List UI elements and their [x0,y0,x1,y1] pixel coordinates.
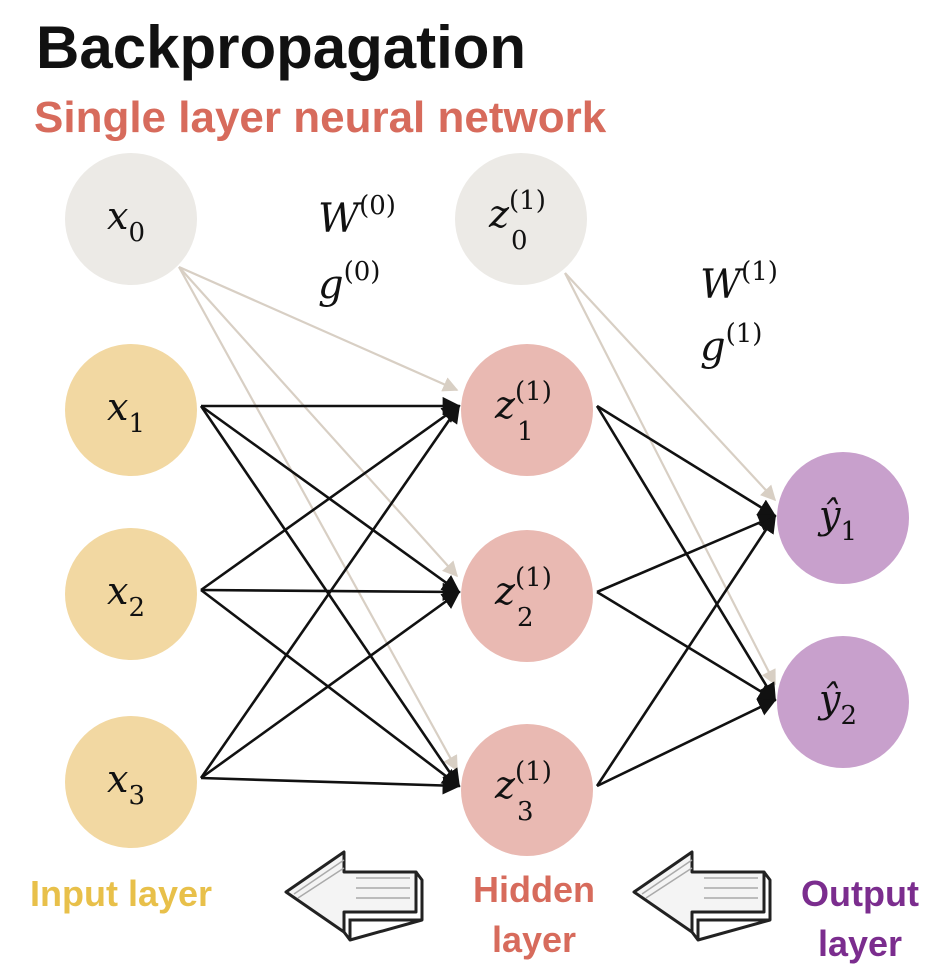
hidden-node-subscript: 3 [517,797,534,827]
hidden-node-circle [461,724,593,856]
input-node-1: x1 [65,344,197,476]
input-node-label: x2 [107,569,145,623]
edge-x3-z3 [200,776,461,795]
hidden-node-subscript: 1 [517,417,534,447]
output-node-circle [777,636,909,768]
hidden-node-subscript: 0 [511,226,528,256]
svg-text:g(1): g(1) [700,319,762,370]
input-node-circle [65,344,197,476]
bias-edge-z0-y1 [564,272,777,502]
activation-g0-sup: (0) [344,257,381,287]
input-node-circle [65,153,197,285]
bias-edge-z0-y2 [564,272,776,686]
edge-x2-z1 [200,404,461,592]
input-node-2: x2 [65,528,197,660]
hidden-node-label: z(1) [494,377,552,427]
weight-w1-base: W [700,262,744,308]
bias-edge-x0-z1 [178,265,459,392]
page-title: Backpropagation [36,14,527,81]
hidden-layer-label-line1: Hidden [473,869,595,910]
output-node-2: ŷ2 [777,636,909,768]
output-node-label: ŷ1 [817,493,857,547]
weight-label-layer1: W(1) g(1) [700,257,778,370]
edge-x3-z2 [200,590,461,780]
output-layer-label-line2: layer [818,923,902,964]
output-node-circle [777,452,909,584]
activation-g1-base: g [700,324,726,370]
input-node-3: x3 [65,716,197,848]
input-node-label: x0 [107,194,145,248]
hidden-node-label: z(1) [494,757,552,807]
hidden-node-3: z(1)3 [461,724,593,856]
weight-w1-sup: (1) [741,257,778,287]
edge-x3-z1 [199,404,461,779]
weight-w0-base: W [318,196,362,242]
edge-z2-y2 [596,590,777,702]
edge-x2-z3 [200,588,461,788]
output-layer-label-line1: Output [801,873,919,914]
weight-label-layer0: W(0) g(0) [318,191,396,308]
edge-z1-y1 [596,404,777,518]
input-layer-label: Input layer [30,873,212,914]
hidden-node-circle [461,344,593,476]
input-node-circle [65,716,197,848]
output-node-label: ŷ2 [817,677,857,731]
input-node-label: x3 [107,757,145,811]
edge-z2-y1 [596,514,777,594]
activation-g1-sup: (1) [726,319,763,349]
input-node-circle [65,528,197,660]
activation-g0-base: g [318,262,344,308]
svg-text:g(0): g(0) [318,257,380,308]
edges-group [178,265,777,795]
edge-x1-z3 [199,405,461,788]
hidden-node-circle [455,153,587,285]
output-node-1: ŷ1 [777,452,909,584]
weight-w0-sup: (0) [359,191,396,221]
hidden-layer-label-line2: layer [492,919,576,960]
edge-z3-y2 [596,698,777,788]
hidden-node-circle [461,530,593,662]
hidden-node-label: z(1) [494,563,552,613]
input-node-label: x1 [107,385,145,439]
edge-z3-y1 [595,514,777,787]
page-subtitle: Single layer neural network [34,93,607,142]
hidden-node-1: z(1)1 [461,344,593,476]
input-node-0: x0 [65,153,197,285]
hidden-node-label: z(1) [488,186,546,236]
left-arrow-icon [632,850,772,942]
bias-edge-x0-z3 [178,266,458,772]
hidden-node-2: z(1)2 [461,530,593,662]
hidden-node-subscript: 2 [517,603,534,633]
svg-text:W(0): W(0) [318,191,396,242]
bias-edge-x0-z2 [178,266,459,578]
svg-text:W(1): W(1) [700,257,778,308]
left-arrow-icon [284,850,424,942]
hidden-node-0: z(1)0 [455,153,587,285]
